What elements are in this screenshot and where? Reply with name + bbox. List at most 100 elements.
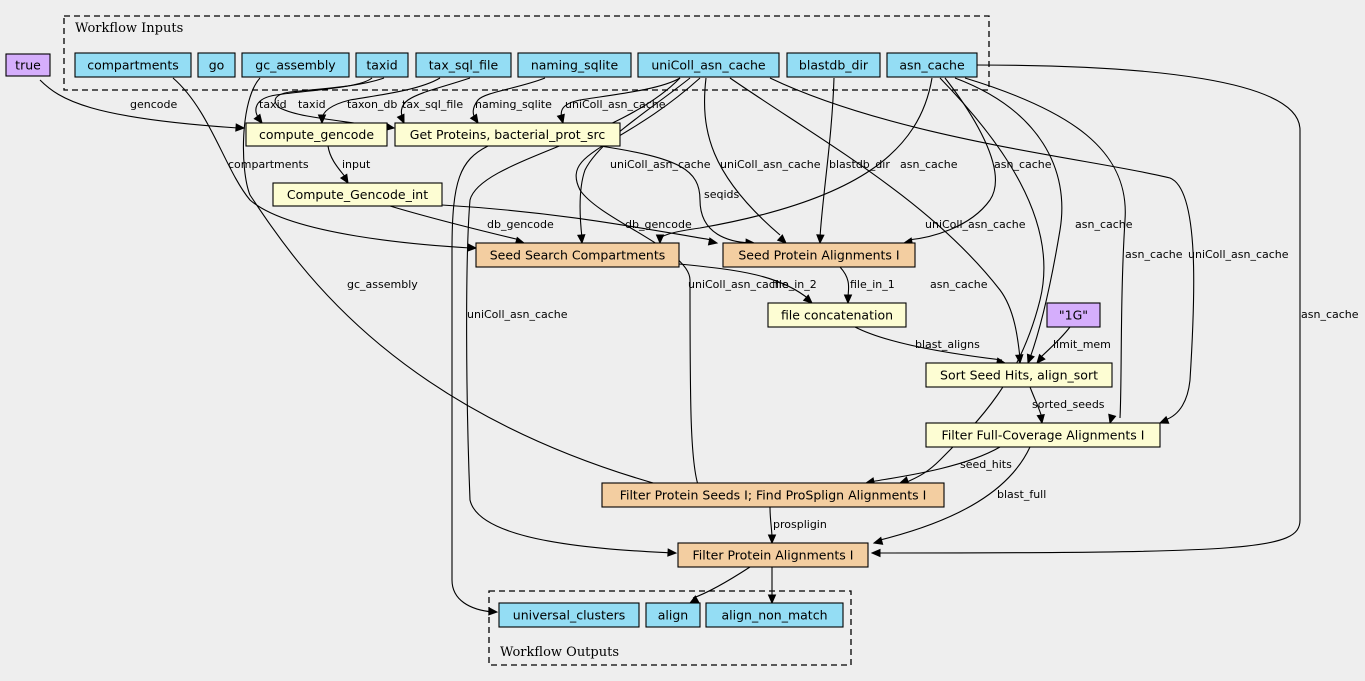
node-label: uniColl_asn_cache [651, 58, 766, 73]
edge-asn_cache-to-filter_seeds: asn_cache [898, 77, 1045, 485]
node-box [705, 602, 844, 628]
arrowhead [1036, 353, 1046, 364]
arrowhead [253, 113, 263, 124]
arrowhead [488, 607, 499, 616]
node-label: taxid [366, 58, 397, 73]
workflow-inputs-label: Workflow Inputs [75, 21, 183, 36]
edge-label: uniColl_asn_cache [925, 218, 1026, 231]
arrowhead [776, 234, 787, 244]
edge-asn_cache-to-seed_search: asn_cache [655, 77, 958, 245]
edge-label: gencode [130, 98, 177, 111]
edge-taxid-to-get_proteins: taxid [274, 77, 396, 131]
edge-label: limit_mem [1053, 338, 1111, 351]
edge-line [854, 326, 1003, 361]
node-go[interactable]: go [197, 52, 236, 78]
arrowhead [339, 173, 349, 185]
edge-line [451, 145, 494, 613]
node-box [677, 542, 869, 568]
node-box [637, 52, 780, 78]
edge-true-to-compute_gencode: gencode [39, 79, 246, 132]
edge-line [879, 446, 1031, 541]
edge-label: uniColl_asn_cache [688, 278, 789, 291]
node-filter_protein[interactable]: Filter Protein Alignments I [677, 542, 869, 568]
edge-compute_gencode_int-to-seed_protein: db_gencode [441, 204, 719, 246]
workflow-outputs-cluster: Workflow Outputs [488, 590, 852, 666]
node-filter_seeds[interactable]: Filter Protein Seeds I; Find ProSplign A… [601, 482, 945, 508]
edge-label: asn_cache [1075, 218, 1133, 231]
edge-label: asn_cache [994, 158, 1052, 171]
node-gc_assembly[interactable]: gc_assembly [241, 52, 350, 78]
edge-label: blast_aligns [915, 338, 980, 351]
arrowhead [870, 548, 881, 558]
node-box [517, 52, 632, 78]
edge-label: seed_hits [960, 458, 1012, 471]
arrowhead [816, 234, 825, 245]
arrowhead [688, 595, 700, 604]
edge-line [39, 79, 239, 129]
edge-label: taxon_db [347, 98, 397, 111]
edge-label: asn_cache [900, 158, 958, 171]
arrowhead [396, 113, 405, 125]
edge-compute_gencode-to-compute_gencode_int: input [327, 145, 371, 185]
node-label: gc_assembly [255, 58, 336, 73]
arrowhead [556, 113, 565, 125]
node-asn_cache[interactable]: asn_cache [886, 52, 978, 78]
edge-line [466, 77, 681, 554]
edge-naming_sqlite-to-get_proteins: naming_sqlite [469, 77, 552, 125]
edge-label: seqids [704, 188, 740, 201]
edge-line [599, 145, 751, 244]
node-label: compartments [87, 58, 179, 73]
node-compute_gencode[interactable]: compute_gencode [245, 122, 388, 147]
edge-label: naming_sqlite [475, 98, 552, 111]
edge-label: uniColl_asn_cache [720, 158, 821, 171]
edge-line [579, 77, 691, 239]
edge-label: compartments [228, 158, 309, 171]
arrowhead [767, 594, 777, 605]
edge-line [400, 77, 471, 121]
node-seed_protein[interactable]: Seed Protein Alignments I [722, 242, 916, 268]
node-blastdb_dir[interactable]: blastdb_dir [786, 52, 881, 78]
node-box [245, 122, 388, 147]
edge-line [172, 77, 471, 249]
arrowhead [1026, 353, 1035, 365]
node-box [197, 52, 236, 78]
edge-line [869, 446, 1001, 483]
node-label: Compute_Gencode_int [287, 187, 428, 202]
node-label: align [658, 608, 688, 623]
arrowhead [655, 234, 665, 245]
arrowhead [767, 534, 777, 545]
node-seed_search[interactable]: Seed Search Compartments [475, 242, 680, 268]
node-naming_sqlite[interactable]: naming_sqlite [517, 52, 632, 78]
edge-line [703, 77, 781, 236]
node-true[interactable]: true [5, 53, 51, 77]
edge-file_concat-to-sort_seed: blast_aligns [854, 326, 1007, 366]
node-uniColl_asn_cache[interactable]: uniColl_asn_cache [637, 52, 780, 78]
edge-line [242, 77, 691, 494]
arrowhead [1036, 413, 1045, 425]
node-get_proteins[interactable]: Get Proteins, bacterial_prot_src [394, 122, 621, 147]
node-label: file concatenation [781, 308, 893, 323]
edge-uniColl_asn_cache-to-sort_seed: uniColl_asn_cache [729, 77, 1026, 365]
edge-label: uniColl_asn_cache [610, 158, 711, 171]
node-one_g[interactable]: "1G" [1046, 302, 1101, 328]
edge-label: db_gencode [487, 218, 554, 231]
node-file_concat[interactable]: file concatenation [767, 302, 907, 328]
node-filter_full[interactable]: Filter Full-Coverage Alignments I [925, 422, 1161, 448]
edge-line [560, 77, 681, 121]
edge-label: uniColl_asn_cache [1188, 248, 1289, 261]
node-sort_seed[interactable]: Sort Seed Hits, align_sort [925, 362, 1113, 388]
node-taxid[interactable]: taxid [355, 52, 409, 78]
node-universal_clusters[interactable]: universal_clusters [498, 602, 640, 628]
arrowhead [802, 294, 813, 304]
node-tax_sql_file[interactable]: tax_sql_file [415, 52, 512, 78]
node-label: compute_gencode [259, 127, 374, 142]
edge-seed_protein-to-file_concat: file_in_1 [839, 266, 895, 305]
node-align_non_match[interactable]: align_non_match [705, 602, 844, 628]
node-compute_gencode_int[interactable]: Compute_Gencode_int [272, 182, 443, 207]
node-box [475, 242, 680, 268]
edge-filter_seeds-to-filter_protein: prospligin [767, 506, 827, 545]
node-box [394, 122, 621, 147]
edge-tax_sql_file-to-compute_gencode: taxon_db [317, 77, 441, 125]
node-align[interactable]: align [645, 602, 701, 628]
node-compartments[interactable]: compartments [74, 52, 192, 78]
